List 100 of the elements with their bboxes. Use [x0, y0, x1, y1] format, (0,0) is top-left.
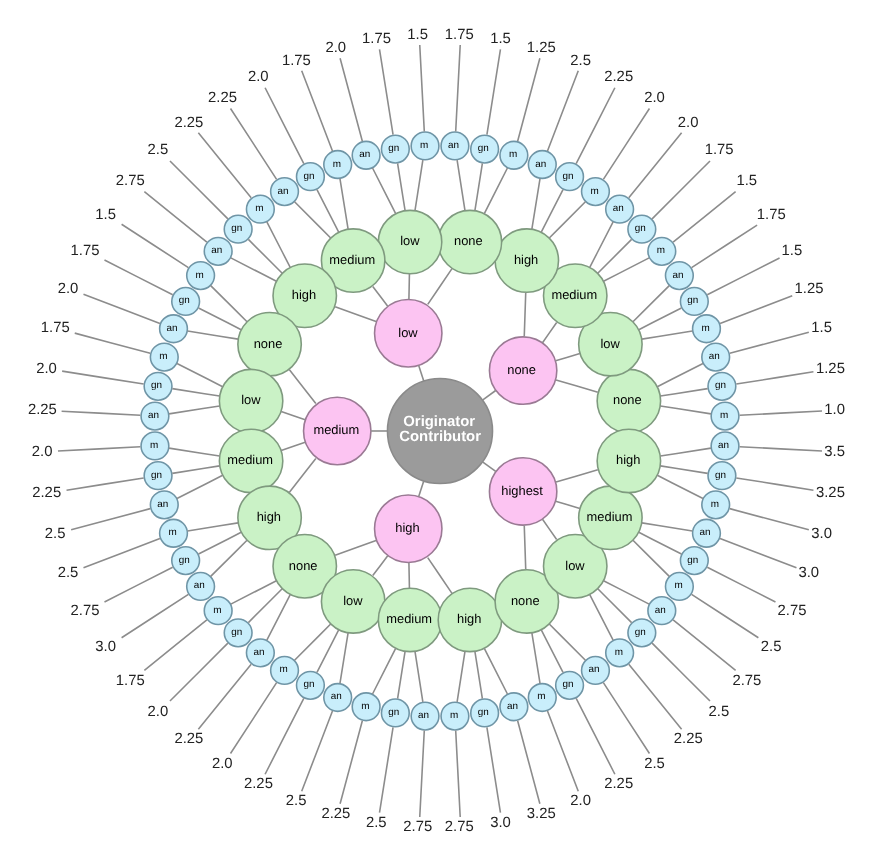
connector — [196, 131, 251, 199]
connector — [627, 131, 682, 199]
connector — [416, 480, 424, 498]
connector — [228, 681, 277, 755]
connector — [574, 86, 615, 165]
connector — [453, 44, 460, 133]
connector — [627, 663, 682, 731]
connector — [727, 507, 809, 531]
connector — [371, 555, 388, 577]
connector — [395, 650, 405, 700]
connector — [72, 332, 150, 355]
connector — [395, 162, 405, 212]
connector — [595, 238, 632, 275]
connector — [547, 623, 586, 662]
connector — [482, 647, 508, 695]
connector — [658, 447, 711, 457]
connector — [417, 44, 425, 133]
connector — [370, 647, 396, 695]
connector — [539, 629, 563, 674]
connector — [370, 167, 396, 215]
connector — [185, 522, 238, 532]
connector — [228, 107, 277, 181]
connector — [553, 500, 580, 510]
connector — [142, 619, 207, 672]
connector — [315, 629, 339, 674]
connector — [315, 188, 339, 233]
connector — [482, 167, 508, 215]
connector — [587, 593, 613, 641]
connector — [338, 57, 363, 143]
connector — [369, 430, 388, 432]
connector — [208, 284, 247, 323]
connector — [170, 387, 220, 397]
connector — [413, 650, 423, 703]
connector — [640, 330, 693, 340]
connector — [522, 524, 526, 570]
connector — [671, 190, 736, 243]
connector — [246, 587, 282, 624]
connector — [407, 561, 410, 589]
connector — [655, 474, 703, 500]
connector — [473, 650, 483, 700]
connector — [64, 477, 144, 491]
connector — [333, 306, 376, 323]
connector — [727, 331, 809, 355]
connector — [170, 465, 220, 475]
connector — [229, 579, 277, 605]
connector — [338, 177, 348, 230]
connector — [168, 160, 228, 220]
connector — [554, 469, 598, 483]
connector — [545, 69, 579, 152]
connector — [279, 410, 305, 421]
connector — [658, 387, 708, 397]
connector — [480, 461, 496, 473]
connector — [167, 447, 220, 457]
connector — [655, 362, 703, 388]
connector — [554, 379, 598, 393]
connector — [425, 556, 452, 595]
connector — [371, 285, 388, 307]
connector — [574, 697, 615, 776]
connector — [553, 352, 580, 362]
connector — [119, 223, 189, 269]
connector — [689, 224, 757, 269]
connector — [279, 441, 305, 452]
connector — [718, 294, 793, 325]
connector — [175, 474, 223, 500]
connector — [229, 257, 277, 283]
connector — [455, 650, 465, 703]
connector — [175, 362, 223, 388]
connector — [601, 257, 649, 283]
connector — [102, 566, 173, 603]
connector — [530, 632, 540, 685]
connector — [81, 537, 160, 569]
connector — [196, 531, 241, 555]
connector — [102, 259, 173, 296]
connector — [485, 726, 501, 814]
connector — [453, 729, 460, 818]
connector — [246, 238, 282, 275]
connector — [540, 321, 557, 344]
connector — [515, 57, 540, 143]
connector — [734, 371, 814, 385]
connector — [338, 719, 363, 805]
connector — [631, 539, 670, 578]
connector — [480, 389, 496, 401]
connector — [333, 539, 376, 556]
connector — [631, 284, 670, 323]
connector — [737, 445, 822, 452]
connector — [185, 330, 238, 340]
connector — [416, 364, 424, 382]
connector — [601, 579, 649, 605]
connector — [413, 159, 423, 212]
connector — [142, 190, 207, 243]
connector — [515, 719, 540, 805]
connector — [69, 507, 150, 531]
connector — [263, 697, 304, 776]
connector — [658, 405, 711, 415]
connector — [737, 410, 822, 417]
connector — [196, 307, 241, 331]
connector — [705, 566, 776, 603]
connector — [705, 257, 780, 296]
connector — [338, 632, 348, 685]
connector — [587, 221, 613, 269]
